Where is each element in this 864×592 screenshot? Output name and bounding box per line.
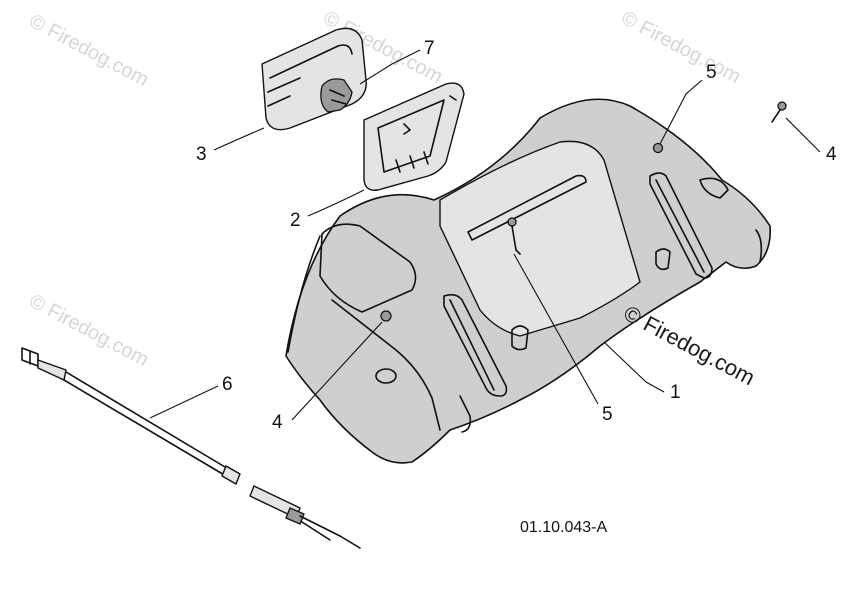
callout-6: 6: [222, 374, 233, 395]
callout-1: 1: [670, 382, 681, 403]
part-screw-left: [380, 310, 392, 322]
callout-5-upper: 5: [706, 62, 717, 83]
callout-7: 7: [424, 38, 435, 59]
part-clip-lower: [507, 217, 521, 255]
watermark-symbol: ©: [26, 10, 50, 36]
callout-3: 3: [196, 144, 207, 165]
part-cable-rod: [21, 347, 361, 549]
part-headlight-bracket: [363, 82, 465, 191]
callout-4-left: 4: [272, 412, 283, 433]
leader-lines: [149, 49, 821, 421]
watermark-text: Firedog.com: [636, 17, 744, 89]
watermark-text: Firedog.com: [44, 20, 152, 92]
part-hood-cover: [285, 98, 772, 464]
drawing-id: 01.10.043-A: [520, 519, 608, 536]
svg-text:© Firedog.com: © Firedog.com: [618, 7, 744, 88]
part-clip-upper: [652, 142, 664, 154]
part-screw-right: [771, 101, 787, 123]
svg-text:© Firedog.com: © Firedog.com: [26, 10, 152, 91]
callout-labels: 3 2 7 5 4 4 5 1 6: [196, 38, 837, 433]
callout-2: 2: [290, 210, 301, 231]
part-headlight-lens: [261, 27, 367, 131]
svg-text:© Firedog.com: © Firedog.com: [26, 290, 152, 371]
watermark-text: Firedog.com: [639, 311, 759, 390]
callout-4-right: 4: [826, 144, 837, 165]
watermark-symbol: ©: [26, 290, 50, 316]
watermark-text: Firedog.com: [44, 300, 152, 372]
callout-5-lower: 5: [602, 404, 613, 425]
watermark-symbol: ©: [618, 7, 642, 33]
